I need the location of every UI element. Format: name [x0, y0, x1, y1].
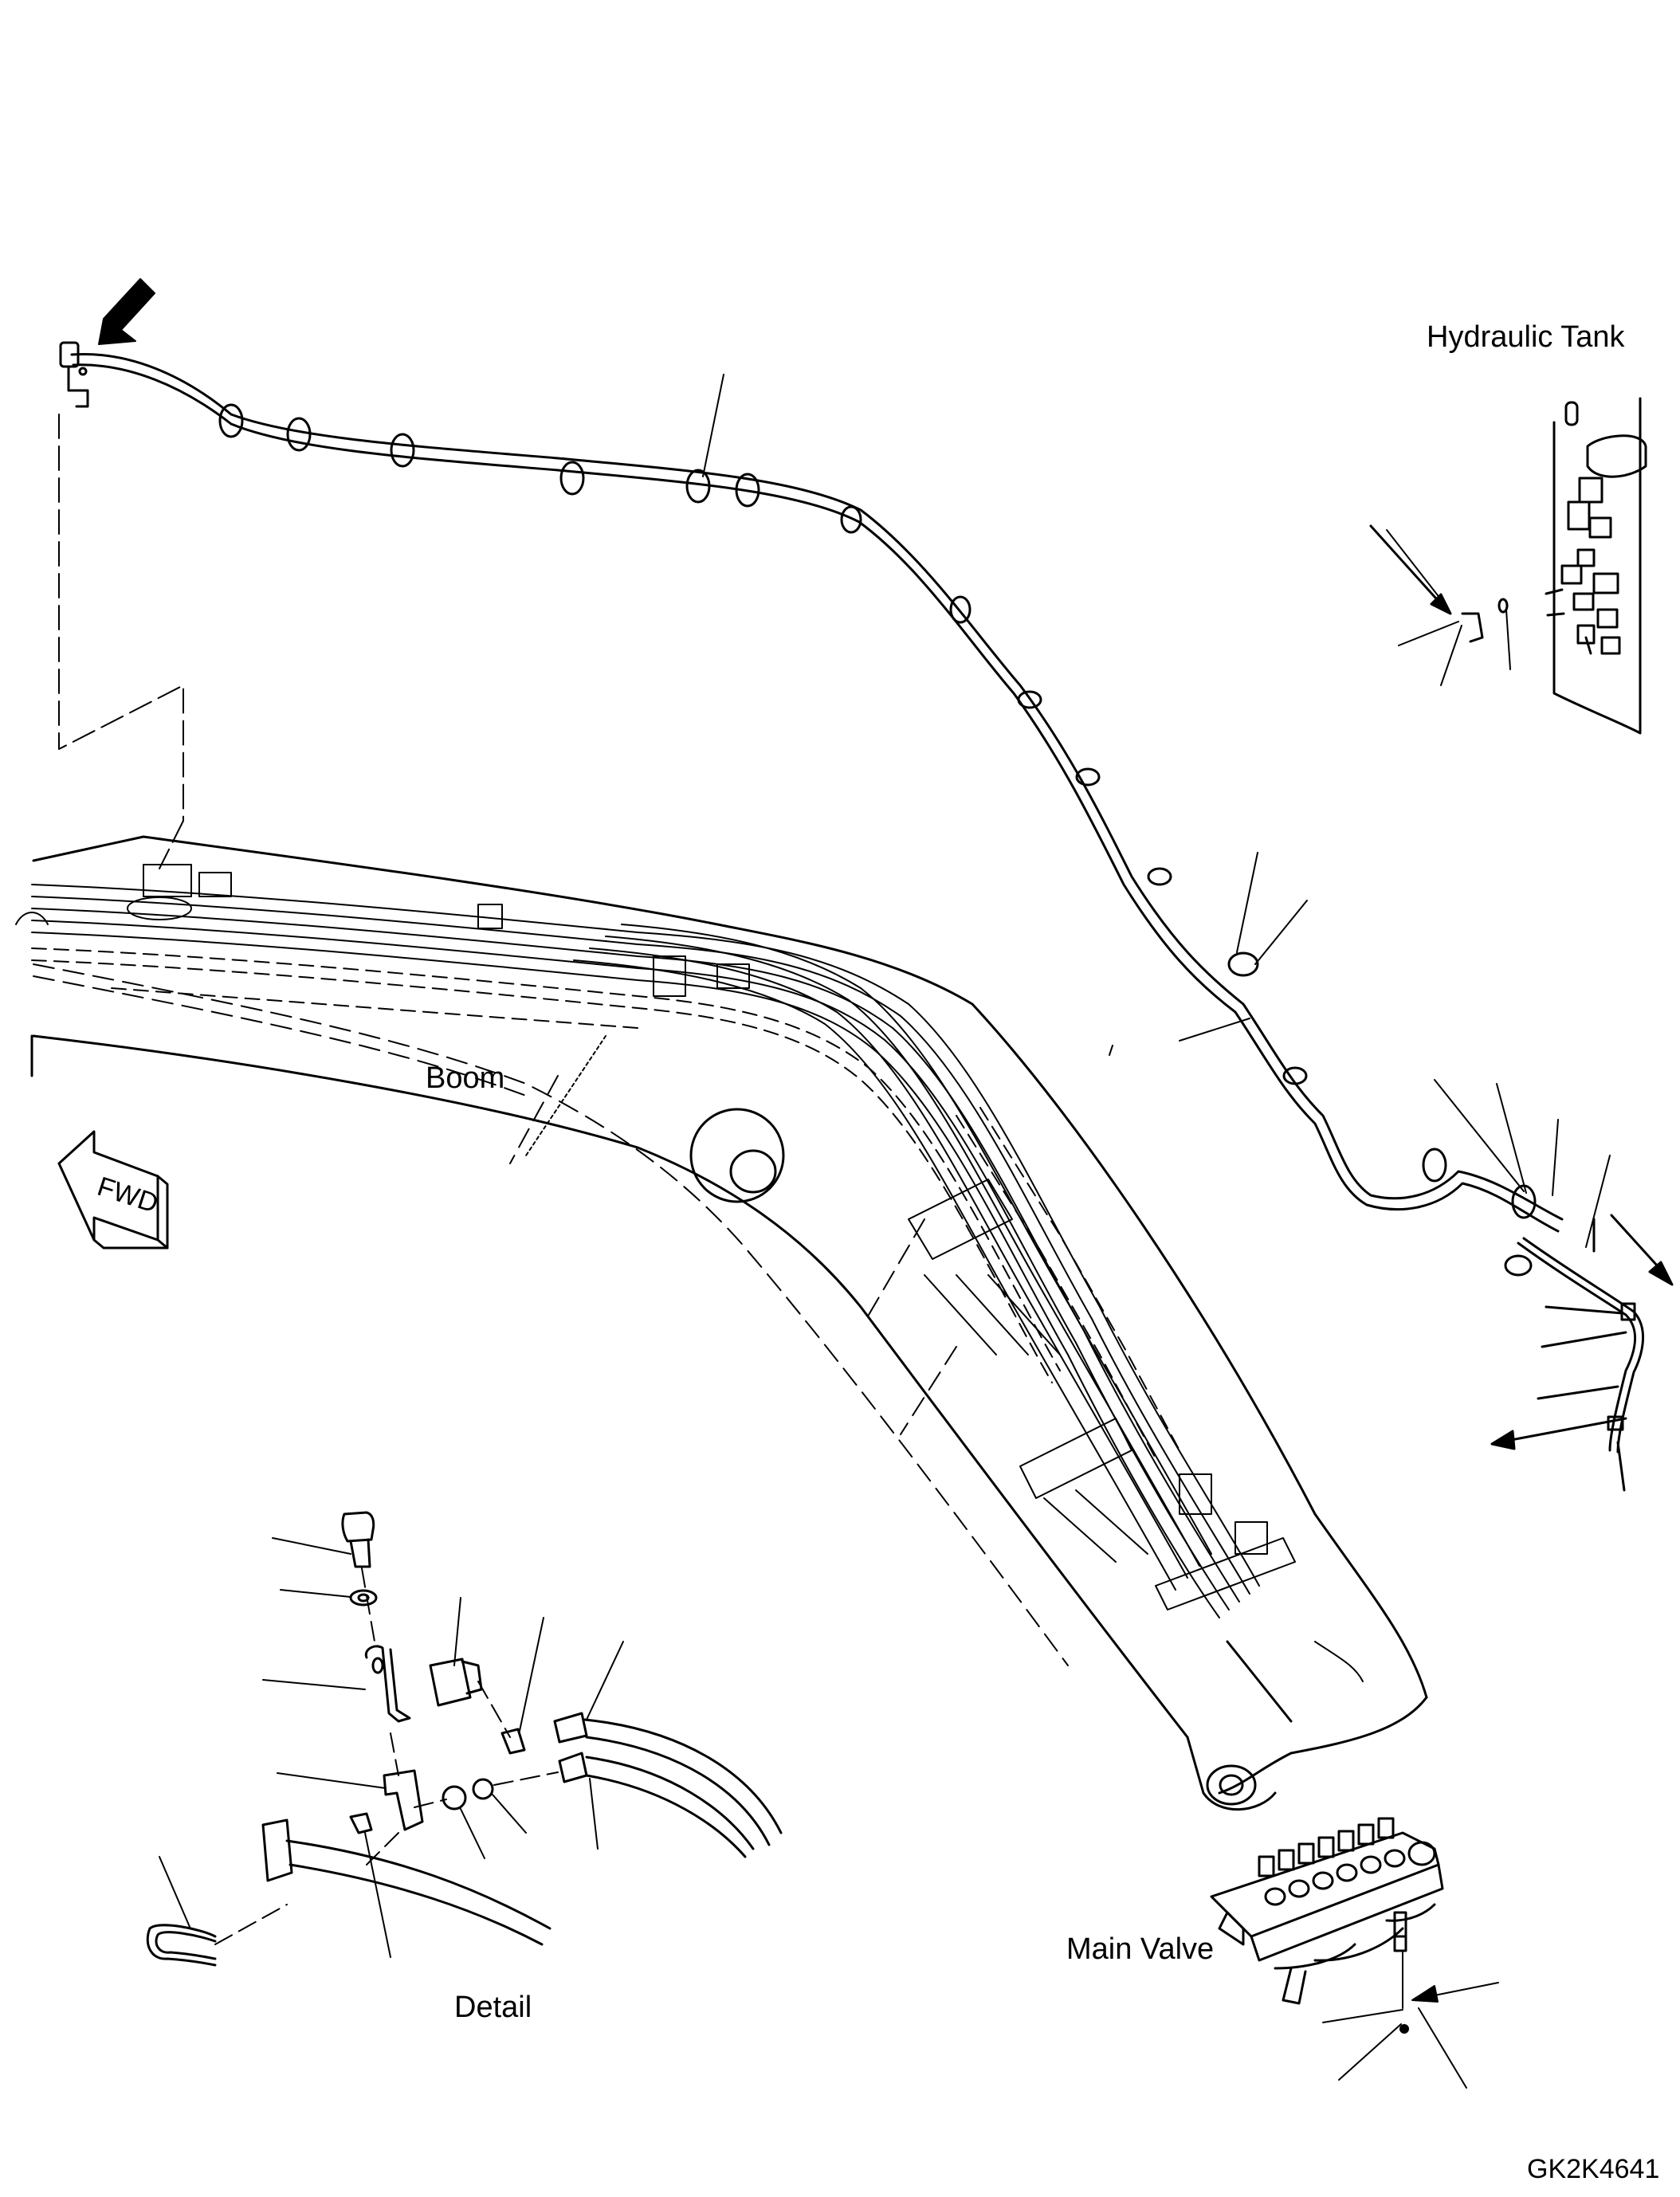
boom-hose-dashes: [32, 948, 1180, 1458]
boom-hidden-lines: [33, 964, 1068, 1665]
hose-branch-lower-right: [1518, 1238, 1643, 1490]
boom-hose-bundle: [32, 885, 1295, 1618]
view-arrow-top-left: [99, 279, 155, 344]
main-valve: [1211, 1818, 1443, 2003]
detail-leader-lines: [159, 1538, 623, 1957]
tick-mark: [1109, 1046, 1113, 1055]
hydraulic-tank: [1462, 398, 1646, 733]
projection-line-top: [59, 414, 183, 869]
leader-lines-upper: [703, 375, 1610, 1247]
detail-dash-lines: [215, 1568, 558, 1944]
hose-line-top: [72, 354, 1562, 1231]
direction-arrows-right: [1371, 526, 1672, 1449]
main-valve-label: Main Valve: [1066, 1932, 1215, 1966]
hydraulic-tank-label: Hydraulic Tank: [1427, 320, 1625, 354]
hose-clamp-rings: [220, 405, 1535, 1275]
boom-top-fittings: [16, 865, 1363, 1681]
detail-assembly: [147, 1512, 781, 1965]
boom-label-leader: [526, 1036, 606, 1155]
main-valve-leaders: [1323, 1952, 1498, 2088]
boom-label: Boom: [426, 1061, 505, 1095]
fwd-arrow: [59, 1132, 167, 1248]
detail-label: Detail: [454, 1991, 532, 2024]
drawing-code-label: GK2K4641: [1527, 2154, 1660, 2184]
hose-end-fitting-top: [61, 343, 88, 406]
fwd-label: FWD: [94, 1171, 162, 1219]
boom-structure: [32, 837, 1427, 1810]
